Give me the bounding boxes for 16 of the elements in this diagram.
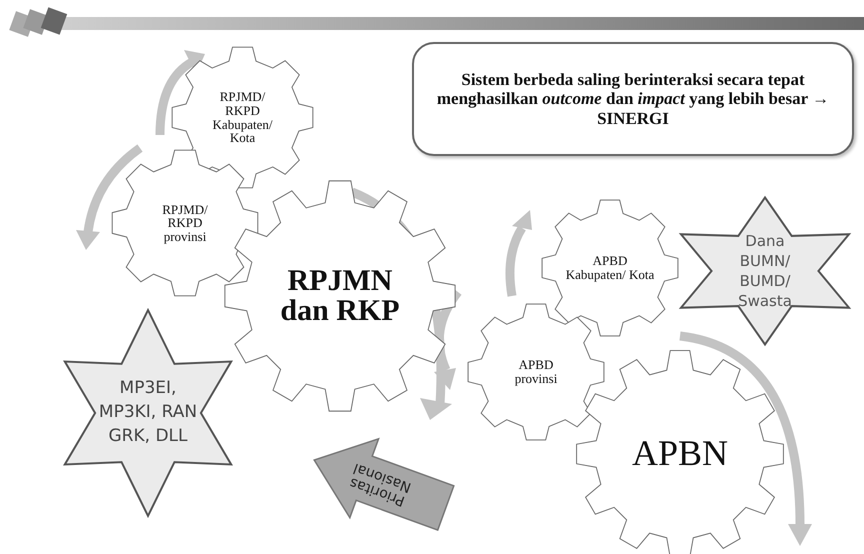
node-label: APBN (630, 435, 730, 473)
gear-shape (222, 178, 458, 414)
node-label: Sistem berbeda saling berinteraksi secara tepat menghasilkan outcome dan impact yang lebih besar → SINERGI (436, 70, 830, 128)
gear-shape (170, 45, 315, 190)
node-label: APBD provinsi (514, 358, 558, 386)
node-label: Dana BUMN/ BUMD/ Swasta (737, 230, 793, 312)
node-label: RPJMN dan RKP (279, 266, 401, 326)
node-label: RPJMD/ RKPD provinsi (161, 202, 209, 244)
gear-shape (540, 198, 680, 338)
callout-box (412, 42, 854, 156)
gear-shape (466, 302, 606, 442)
node-label: RPJMD/ RKPD Kabupaten/ Kota (212, 90, 274, 145)
gear-shape (574, 348, 786, 554)
node-label: APBD Kabupaten/ Kota (565, 254, 655, 282)
gear-shape (110, 148, 260, 298)
node-label: MP3EI, MP3KI, RAN GRK, DLL (98, 377, 198, 448)
